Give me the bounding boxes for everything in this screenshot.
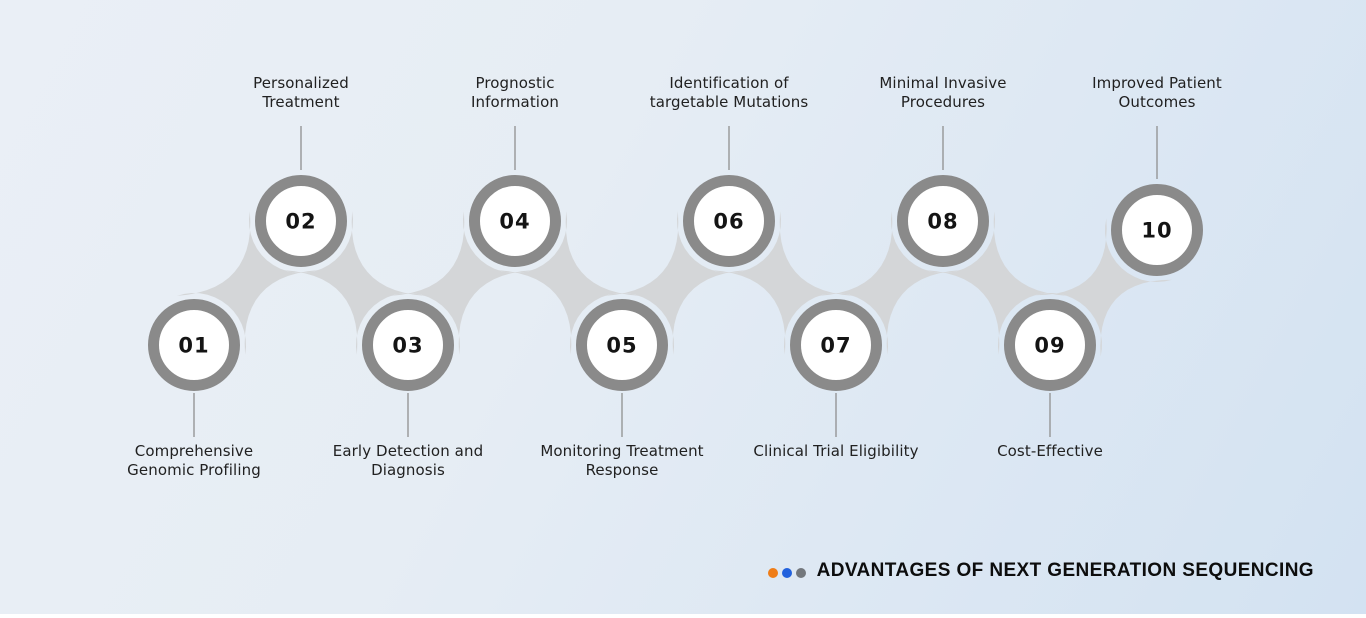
connector-band: [818, 211, 961, 355]
step-circle: [469, 175, 561, 267]
step-number: 05: [606, 334, 637, 358]
step-number: 03: [392, 334, 423, 358]
page-title: ADVANTAGES OF NEXT GENERATION SEQUENCING: [816, 560, 1314, 581]
step-number: 07: [820, 334, 851, 358]
connector-band: [390, 211, 533, 355]
orange-dot-icon: [767, 568, 778, 578]
connector-band: [283, 211, 426, 355]
step-number: 09: [1034, 334, 1065, 358]
step-circle: [255, 175, 347, 267]
connector-band: [604, 211, 747, 355]
step-number: 06: [713, 210, 744, 234]
step-number: 01: [178, 334, 209, 358]
step-label: Cost-Effective: [997, 442, 1103, 460]
step-circle: [1111, 184, 1203, 276]
step-circle: [790, 299, 882, 391]
connector-band: [1034, 218, 1173, 357]
step-number: 08: [927, 210, 958, 234]
gray-dot-icon: [795, 568, 806, 578]
step-circle: [897, 175, 989, 267]
step-circle: [576, 299, 668, 391]
connector-band: [925, 211, 1068, 355]
step-circle: [362, 299, 454, 391]
step-circle: [683, 175, 775, 267]
step-label: Clinical Trial Eligibility: [753, 442, 919, 460]
step-circle: [1004, 299, 1096, 391]
title-dots: [767, 568, 806, 578]
title-bar: ADVANTAGES OF NEXT GENERATION SEQUENCING: [767, 556, 1314, 586]
step-number: 04: [499, 210, 530, 234]
connector-band: [711, 211, 854, 355]
step-number: 10: [1141, 219, 1172, 243]
connector-band: [497, 211, 640, 355]
blue-dot-icon: [781, 568, 792, 578]
step-circle: [148, 299, 240, 391]
step-number: 02: [285, 210, 316, 234]
connector-band: [176, 211, 319, 355]
